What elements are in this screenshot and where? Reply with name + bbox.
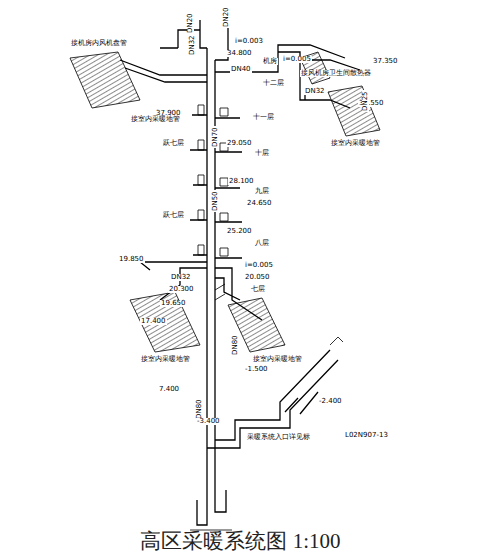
- pipe-annotation: DN20: [187, 12, 194, 34]
- pipe-annotation: 20.050: [244, 274, 271, 281]
- pipe-annotation: 25.200: [226, 228, 253, 235]
- pipe-annotation: 19.850: [118, 256, 145, 263]
- pipe-annotation: -1.500: [244, 366, 269, 373]
- pipe-annotation: 接风机房卫生间散热器: [300, 70, 372, 77]
- pipe-annotation: -2.400: [318, 398, 343, 405]
- pipe-annotation: 28.100: [228, 178, 255, 185]
- pipe-annotation: 十层: [254, 150, 270, 157]
- pipe-annotation: 十二层: [262, 80, 285, 87]
- pipe-annotation: 19.650: [160, 300, 187, 307]
- pipe-annotation: DN32: [189, 34, 196, 56]
- pipe-annotation: DN50: [212, 190, 219, 212]
- pipe-annotation: 接室内采暖地管: [252, 356, 303, 363]
- pipe-annotation: 17.400: [140, 318, 167, 325]
- pipe-annotation: 八层: [254, 240, 270, 247]
- pipe-annotation: 37.350: [372, 58, 399, 65]
- pipe-annotation: DN80: [232, 334, 239, 356]
- pipe-annotation: DN20: [223, 6, 230, 28]
- pipe-annotation: 7.400: [158, 386, 180, 393]
- pipe-annotation: 采暖系统入口详见标: [246, 434, 311, 441]
- drawing-title: 高区采暖系统图 1:100: [140, 527, 340, 555]
- pipe-annotation: DN32: [304, 88, 326, 95]
- pipe-annotation: 34.800: [226, 50, 253, 57]
- pipe-annotation: i=0.003: [234, 38, 264, 45]
- pipe-annotation: 九层: [254, 188, 270, 195]
- pipe-annotation: 十一层: [252, 114, 275, 121]
- pipe-annotation: DN25: [362, 90, 369, 112]
- pipe-annotation: 七层: [250, 286, 266, 293]
- pipe-annotation: 20.300: [168, 286, 195, 293]
- pipe-annotation: DN80: [196, 398, 203, 420]
- pipe-annotation: 机房: [262, 58, 278, 65]
- pipe-annotation: i=0.005: [244, 262, 274, 269]
- pipe-annotation: DN40: [230, 66, 252, 73]
- pipe-annotation: 接室内采暖地管: [330, 140, 381, 147]
- pipe-annotation: 跃七层: [162, 140, 185, 147]
- pipe-annotation: L02N907-13: [344, 432, 389, 439]
- pipe-annotation: 接室内采暖地管: [140, 356, 191, 363]
- pipe-annotation: 29.050: [226, 140, 253, 147]
- pipe-annotation: DN70: [212, 126, 219, 148]
- pipe-annotation: DN32: [170, 274, 192, 281]
- pipe-annotation: 24.650: [246, 200, 273, 207]
- pipe-annotation: 跃七层: [162, 212, 185, 219]
- pipe-annotation: i=0.005: [282, 56, 312, 63]
- pipe-annotation: -3.400: [196, 418, 221, 425]
- pipe-annotation: 接机房内风机盘管: [70, 40, 128, 47]
- pipe-annotation: 接室内采暖地管: [130, 116, 181, 123]
